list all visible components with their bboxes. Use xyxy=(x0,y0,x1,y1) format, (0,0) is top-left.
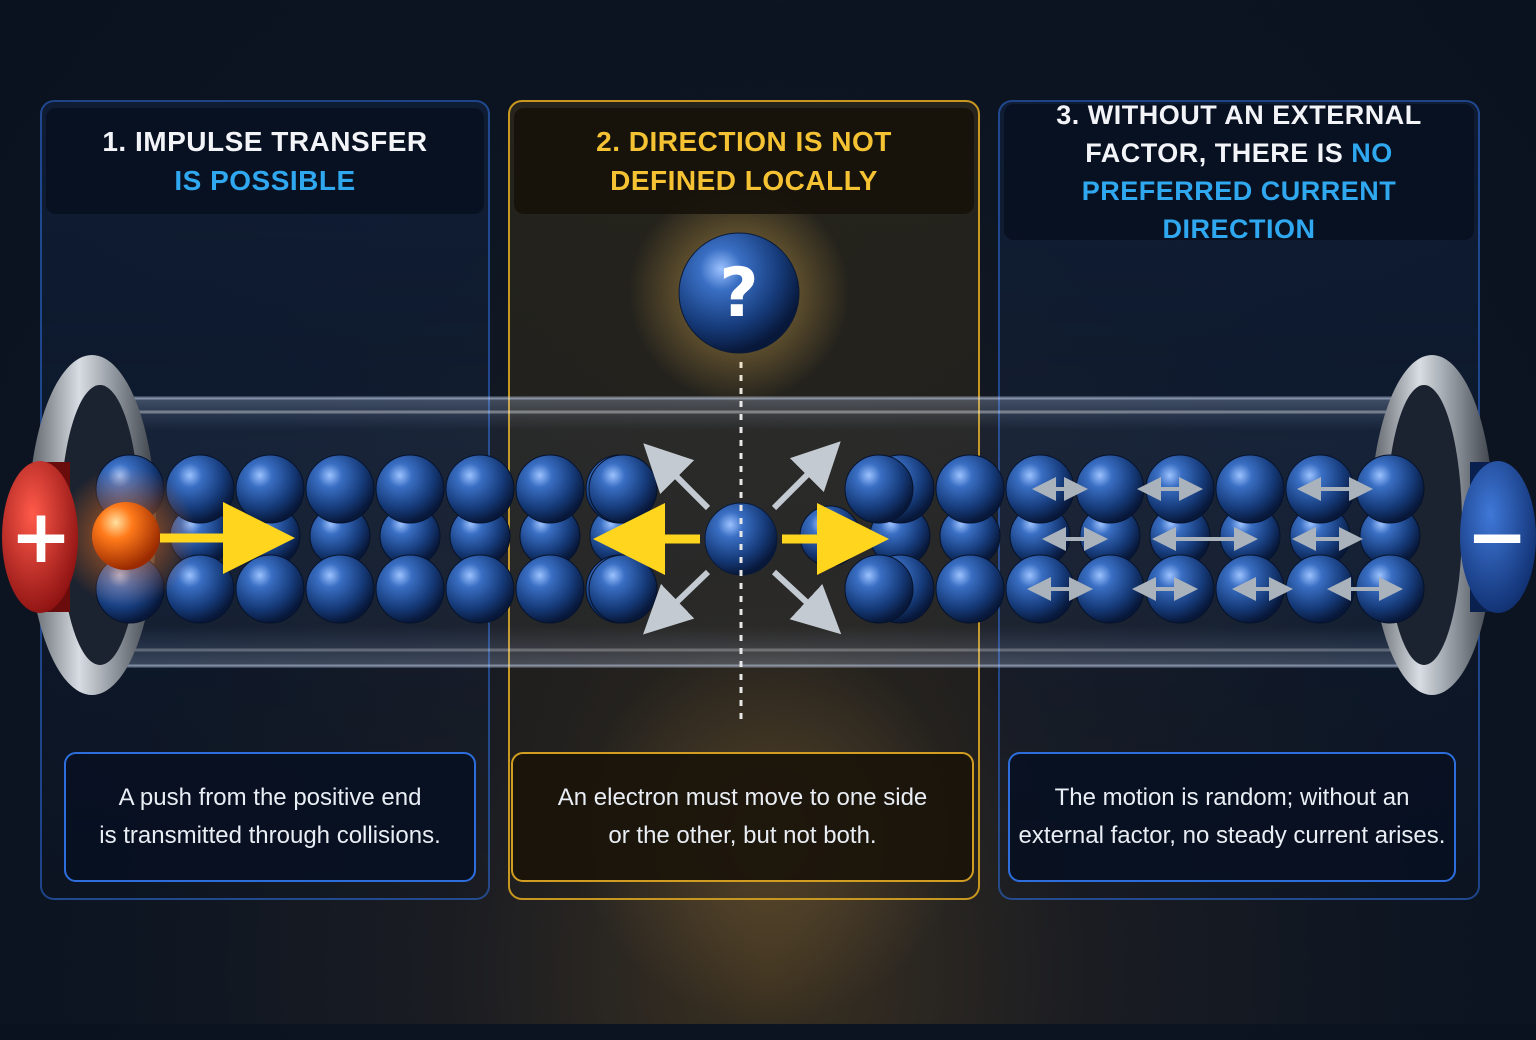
panel2-description: An electron must move to one side or the… xyxy=(511,752,974,882)
positive-symbol: + xyxy=(9,494,72,580)
diag-arrow-downright xyxy=(771,569,842,635)
panel2-description-line2: or the other, but not both. xyxy=(608,822,877,849)
electron xyxy=(844,454,914,524)
panel3-title: 3. Without an external factor, there is … xyxy=(1004,100,1474,244)
positive-terminal xyxy=(2,461,78,613)
electron xyxy=(235,454,305,524)
electron xyxy=(445,554,515,624)
electron xyxy=(844,554,914,624)
panel3-title-line2-b: no xyxy=(1351,138,1393,168)
panel2-description-line1: An electron must move to one side xyxy=(557,784,928,811)
electron xyxy=(1355,454,1425,524)
panel1-description-line2: is transmitted through collisions. xyxy=(99,822,441,849)
panel1-title: 1. Impulse transfer is possible xyxy=(46,108,484,214)
negative-terminal xyxy=(1460,461,1536,613)
electron xyxy=(305,554,375,624)
panel2-title: 2. Direction is not defined locally xyxy=(514,108,974,214)
diag-arrow-downleft xyxy=(643,569,711,635)
panel3-description-line1: The motion is random; without an xyxy=(1054,784,1410,811)
diag-arrow-upleft xyxy=(643,443,711,511)
panel2-title-line2: defined locally xyxy=(610,165,878,196)
panel1-description: A push from the positive end is transmit… xyxy=(64,752,476,882)
electron xyxy=(515,454,585,524)
question-mark-icon: ? xyxy=(719,253,759,333)
panel1-title-line1: 1. Impulse transfer xyxy=(102,126,428,157)
panel3-title-line3: preferred current direction xyxy=(1081,176,1397,244)
electron xyxy=(305,454,375,524)
panel3-description-line2: external factor, no steady current arise… xyxy=(1018,822,1446,849)
electron xyxy=(375,554,445,624)
random-motion-arrows xyxy=(1027,477,1403,601)
panel3-title-line2-a: factor, there is xyxy=(1085,138,1352,168)
electron xyxy=(1075,554,1145,624)
electron xyxy=(375,454,445,524)
panel1-title-line2: is possible xyxy=(174,165,356,196)
question-ball-label: ? xyxy=(678,232,800,354)
question-ball xyxy=(678,232,800,354)
electron xyxy=(1075,454,1145,524)
electron xyxy=(235,554,305,624)
pushed-electron xyxy=(92,502,160,570)
electron xyxy=(588,554,658,624)
electron xyxy=(1215,454,1285,524)
electron xyxy=(445,454,515,524)
electron xyxy=(935,554,1005,624)
panel3-title-line1: 3. Without an external xyxy=(1056,100,1422,130)
diag-arrow-upright xyxy=(771,441,841,511)
electron xyxy=(515,554,585,624)
panel2-title-line1: 2. Direction is not xyxy=(596,126,892,157)
panel3-description: The motion is random; without an externa… xyxy=(1008,752,1456,882)
negative-symbol: − xyxy=(1465,494,1528,580)
center-electron xyxy=(704,502,778,576)
panel3-title-line2: factor, there is no xyxy=(1085,134,1393,172)
electron xyxy=(935,454,1005,524)
panel1-description-line1: A push from the positive end xyxy=(118,784,422,811)
electron xyxy=(588,454,658,524)
